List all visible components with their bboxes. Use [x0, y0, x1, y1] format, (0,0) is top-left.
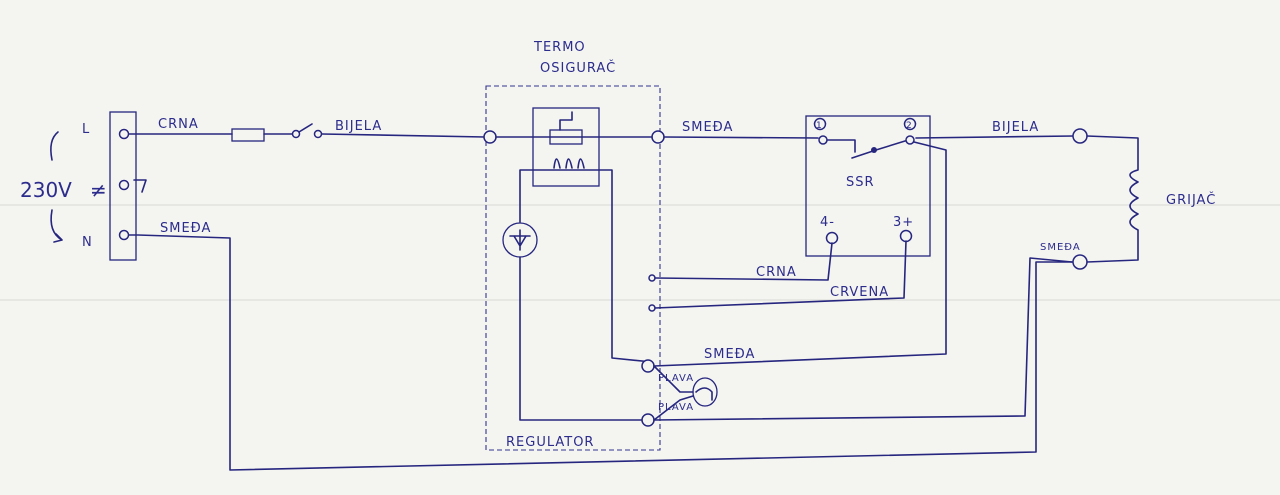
- heater-element: [1086, 135, 1139, 263]
- wire-neutral: [128, 234, 1073, 471]
- label-voltage: 230V: [20, 178, 72, 202]
- heat-waves-icon: [553, 158, 585, 169]
- terminal-pe: [118, 179, 130, 191]
- label-plava-bottom: PLAVA: [658, 402, 694, 413]
- label-l: L: [82, 122, 90, 137]
- terminal-smeda-out: [641, 359, 655, 373]
- terminal-control-neg: [648, 274, 656, 282]
- terminal-n: [118, 229, 130, 241]
- label-wire-smeda: SMEĐA: [160, 221, 211, 236]
- switch-lever: [298, 123, 313, 133]
- label-ssr-t4: 4-: [820, 215, 835, 230]
- label-regulator: REGULATOR: [506, 435, 594, 450]
- label-wire-smeda-4: SMEĐA: [1040, 242, 1081, 253]
- thermal-fuse-outline: [532, 107, 600, 187]
- label-plava-top: PLAVA: [658, 373, 694, 384]
- wire-reg-ssr: [663, 136, 819, 139]
- label-wire-crna: CRNA: [158, 117, 199, 132]
- fuse: [231, 128, 265, 142]
- label-wire-bijela: BIJELA: [335, 119, 382, 134]
- label-wire-bijela-2: BIJELA: [992, 120, 1039, 135]
- ssr-box: [805, 115, 931, 257]
- wire-plava-bottom: [653, 257, 1073, 421]
- wire-after-switch: [321, 133, 486, 138]
- wire-control-pos: [654, 240, 907, 309]
- wire-control-neg: [654, 242, 833, 281]
- label-ssr-t3: 3+: [893, 215, 914, 230]
- label-ssr: SSR: [846, 175, 875, 190]
- ssr-switch-pivot: [871, 147, 877, 153]
- thermal-fuse-pointer: [559, 111, 573, 131]
- ssr-terminal-1: [813, 117, 827, 131]
- switch-contact-a: [291, 129, 301, 139]
- label-wire-crna-2: CRNA: [756, 265, 797, 280]
- arrow-up: [50, 131, 59, 161]
- label-ssr-t2: 2: [906, 121, 912, 131]
- wire-ssr-heater: [915, 135, 1075, 139]
- regulator-box: [485, 85, 661, 451]
- heater-terminal-bottom: [1072, 254, 1088, 270]
- wire-smeda-ssr: [653, 141, 947, 367]
- ssr-terminal-4: [825, 231, 839, 245]
- label-osigurac: OSIGURAČ: [540, 60, 616, 76]
- wire-lamp-top: [653, 365, 694, 393]
- thermal-fuse-element: [549, 129, 583, 145]
- wire-lamp-bottom: [653, 395, 694, 421]
- ssr-contact-a: [818, 135, 828, 145]
- paper-lines: [0, 204, 1280, 301]
- label-termo: TERMO: [533, 40, 586, 55]
- earth-mark: [133, 179, 147, 193]
- label-wire-smeda-2: SMEĐA: [682, 120, 733, 135]
- label-heater: GRIJAČ: [1166, 192, 1216, 208]
- ssr-terminal-3: [899, 229, 913, 243]
- wire-triac-top: [519, 169, 653, 363]
- regulator-terminal-out: [651, 130, 665, 144]
- switch-contact-b: [313, 129, 323, 139]
- label-ssr-t1: 1: [816, 121, 822, 131]
- label-n: N: [82, 235, 93, 250]
- terminal-control-pos: [648, 304, 656, 312]
- heater-terminal-top: [1072, 128, 1088, 144]
- supply-terminal-block: [109, 111, 147, 261]
- ssr-switch: [826, 139, 906, 159]
- lamp-filament: [695, 387, 713, 401]
- arrow-down: [50, 209, 63, 243]
- ssr-contact-b: [905, 135, 915, 145]
- regulator-terminal-in: [483, 130, 497, 144]
- label-ac-symbol: ≠: [90, 178, 107, 202]
- label-wire-smeda-3: SMEĐA: [704, 347, 755, 362]
- terminal-block-outline: [109, 111, 137, 261]
- label-wire-crvena: CRVENA: [830, 285, 889, 300]
- wire-triac-bottom: [519, 256, 649, 421]
- terminal-plava: [641, 413, 655, 427]
- terminal-l: [118, 128, 130, 140]
- ssr-terminal-2: [903, 117, 917, 131]
- triac-symbol: [509, 229, 531, 251]
